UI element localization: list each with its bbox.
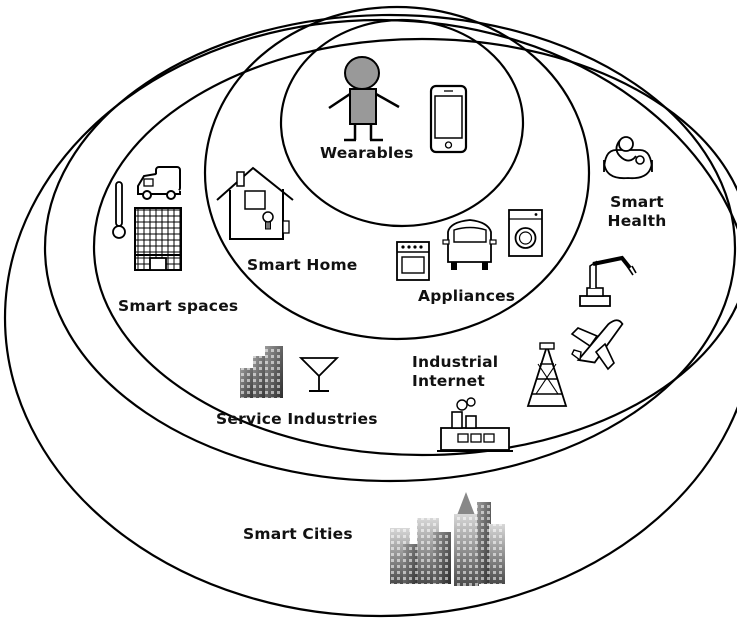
smart-home-label: Smart Home — [247, 256, 358, 274]
stethoscope-icon — [603, 136, 653, 180]
house-icon — [216, 166, 294, 240]
person-icon — [328, 56, 400, 142]
smart-cities-label: Smart Cities — [243, 525, 353, 543]
smart-health-line-1: Smart — [610, 193, 664, 211]
industrial-internet-line-1: Industrial — [412, 353, 499, 371]
wearables-ring — [279, 18, 525, 228]
wearables-label: Wearables — [320, 144, 414, 162]
washing-machine-icon — [508, 209, 543, 257]
smart-home-ring — [203, 5, 591, 341]
truck-icon — [137, 166, 181, 200]
smart-health-label: Smart Health — [606, 193, 668, 232]
smart-cities-ring — [4, 18, 737, 618]
robot-arm-icon — [579, 255, 637, 307]
office-building-icon — [134, 207, 182, 271]
thermometer-icon — [112, 181, 126, 239]
city-skyline-icon — [390, 492, 505, 586]
smart-health-line-2: Health — [607, 212, 667, 231]
oil-derrick-icon — [526, 342, 568, 407]
car-icon — [442, 219, 497, 270]
smartphone-icon — [429, 84, 468, 154]
factory-icon — [437, 397, 513, 452]
service-industries-label: Service Industries — [216, 410, 378, 428]
industrial-internet-line-2: Internet — [412, 372, 485, 391]
industrial-internet-label: Industrial Internet — [412, 353, 498, 392]
lightbulb-icon — [262, 211, 274, 230]
airplane-icon — [570, 319, 624, 371]
smart-spaces-label: Smart spaces — [118, 297, 239, 315]
smart-spaces-ring — [92, 37, 737, 457]
cocktail-glass-icon — [298, 357, 340, 392]
stove-icon — [396, 241, 430, 281]
appliances-label: Appliances — [418, 287, 516, 305]
buildings-icon — [240, 346, 283, 398]
industrial-internet-ring — [43, 13, 737, 483]
